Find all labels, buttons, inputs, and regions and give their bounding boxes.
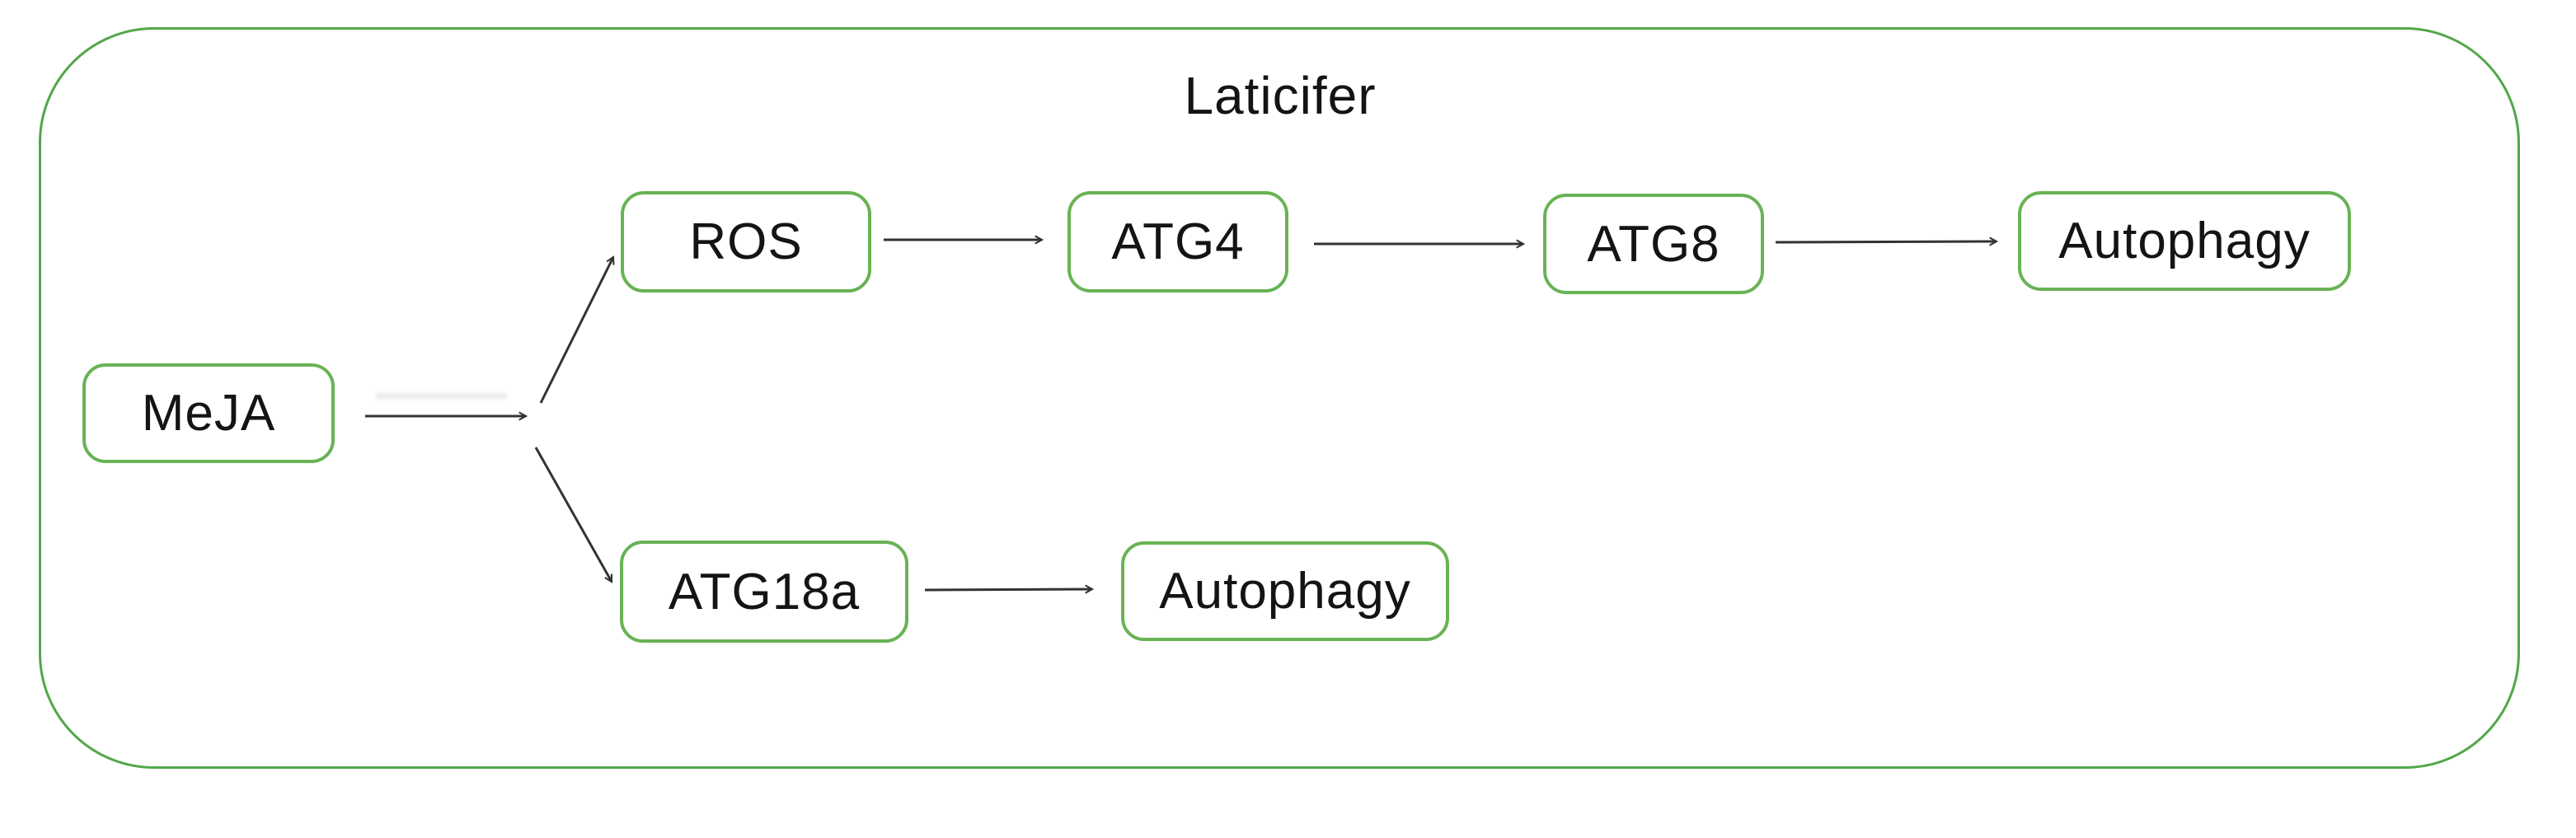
node-autophagy-bottom-label: Autophagy bbox=[1159, 563, 1411, 620]
laticifer-container-frame bbox=[39, 27, 2520, 769]
node-atg4-label: ATG4 bbox=[1111, 213, 1245, 270]
node-atg18a-label: ATG18a bbox=[668, 563, 861, 620]
node-ros: ROS bbox=[621, 191, 871, 293]
node-atg4: ATG4 bbox=[1067, 191, 1288, 293]
diagram-title: Laticifer bbox=[1184, 66, 1377, 125]
erased-artifact-smudge bbox=[375, 393, 507, 399]
node-atg8: ATG8 bbox=[1543, 194, 1764, 294]
node-atg8-label: ATG8 bbox=[1587, 215, 1720, 273]
node-atg18a: ATG18a bbox=[620, 541, 908, 643]
node-autophagy-top-label: Autophagy bbox=[2058, 213, 2311, 269]
node-meja-label: MeJA bbox=[141, 385, 276, 442]
node-autophagy-bottom: Autophagy bbox=[1121, 541, 1449, 641]
node-meja: MeJA bbox=[82, 363, 335, 463]
node-ros-label: ROS bbox=[689, 213, 803, 270]
node-autophagy-top: Autophagy bbox=[2018, 191, 2351, 291]
